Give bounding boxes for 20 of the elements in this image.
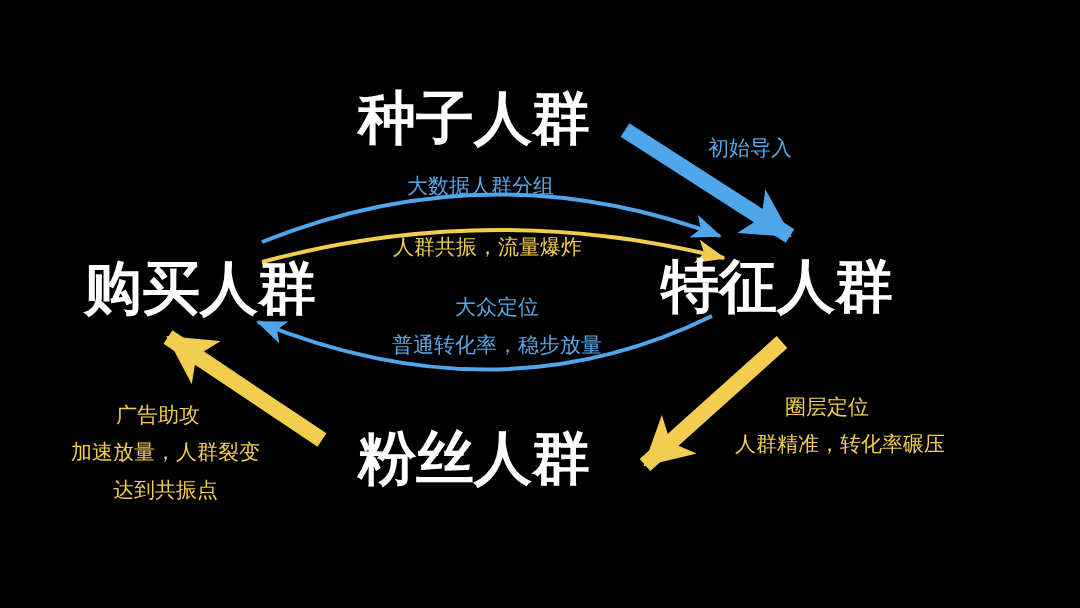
annotation-text: 大数据人群分组 bbox=[406, 175, 554, 197]
annotation-text: 初始导入 bbox=[708, 137, 792, 159]
group-label: 购买人群 bbox=[84, 259, 316, 317]
annotation-text: 达到共振点 bbox=[112, 479, 218, 501]
annotation-text: 普通转化率，稳步放量 bbox=[392, 334, 602, 356]
arrow bbox=[261, 192, 722, 244]
group-label: 特征人群 bbox=[661, 257, 893, 315]
group-label: 粉丝人群 bbox=[358, 429, 590, 487]
annotation-text: 大众定位 bbox=[455, 296, 539, 318]
arrow bbox=[163, 330, 327, 447]
annotation-text: 圈层定位 bbox=[785, 396, 869, 418]
annotation-text: 广告助攻 bbox=[116, 404, 200, 426]
arrow bbox=[620, 123, 795, 243]
annotation-text: 人群精准，转化率碾压 bbox=[735, 433, 945, 455]
annotation-text: 加速放量，人群裂变 bbox=[70, 441, 260, 463]
group-label: 种子人群 bbox=[358, 89, 590, 147]
arrow bbox=[256, 314, 713, 372]
arrow bbox=[639, 336, 788, 471]
annotation-text: 人群共振，流量爆炸 bbox=[392, 236, 582, 258]
arrow bbox=[261, 228, 726, 264]
